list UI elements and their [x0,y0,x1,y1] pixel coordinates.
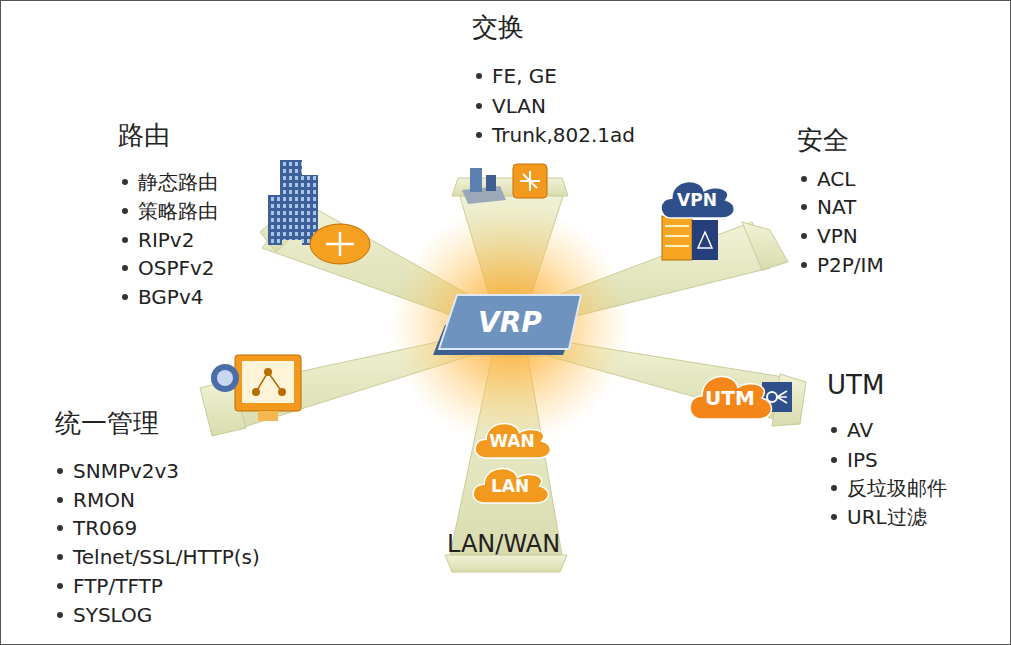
section-title: 交换 [472,12,524,43]
bullet-dot [57,612,63,618]
list-item: 静态路由 [138,170,218,194]
bullet-dot [831,514,837,520]
list-item: TR069 [73,516,137,540]
cloud-badge: VPN [661,182,733,218]
list-item: SYSLOG [73,603,152,627]
node-label: WAN [489,431,534,451]
bullet-dot [476,73,482,79]
node-label: VPN [677,190,717,210]
bullet-dot [801,176,807,182]
section-title: 路由 [118,120,170,151]
bullet-dot [122,237,128,243]
bullet-dot [122,294,128,300]
list-item: Trunk,802.1ad [492,123,635,147]
bullet-dot [57,468,63,474]
list-item: 反垃圾邮件 [847,476,947,500]
list-item: VLAN [492,94,546,118]
bullet-dot [57,525,63,531]
bullet-dot [476,103,482,109]
list-item: P2P/IM [817,253,884,277]
list-item: NAT [817,195,856,219]
monitor-icon [211,355,301,421]
node-label: LAN [491,476,529,496]
list-item: SNMPv2v3 [73,459,179,483]
firewall-icon [662,216,718,260]
bullet-dot [831,485,837,491]
section-title: UTM [827,370,884,401]
bullet-dot [122,208,128,214]
bullet-dot [831,427,837,433]
list-item: AV [847,418,873,442]
bullet-dot [801,233,807,239]
vrp-box: VRP [445,295,575,349]
bullet-dot [57,583,63,589]
bullet-dot [122,265,128,271]
bullet-dot [57,497,63,503]
cloud-badge: LAN [473,469,547,503]
bullet-dot [801,262,807,268]
list-item: Telnet/SSL/HTTP(s) [73,545,260,569]
bullet-dot [476,132,482,138]
section-title: 安全 [797,125,849,156]
bullet-dot [122,179,128,185]
bullet-dot [57,554,63,560]
list-item: 策略路由 [138,199,218,223]
cloud-badge: WAN [475,424,549,458]
node-label: VRP [478,306,542,339]
list-item: RIPv2 [138,228,194,252]
list-item: ACL [817,167,855,191]
list-item: URL过滤 [847,505,927,529]
section-title: 统一管理 [55,408,159,439]
node-label: UTM [705,386,755,410]
list-item: FE, GE [492,64,557,88]
bullet-dot [831,457,837,463]
list-item: RMON [73,488,135,512]
switch-icon [462,164,547,204]
list-item: BGPv4 [138,285,204,309]
glow [390,205,630,445]
list-item: OSPFv2 [138,256,215,280]
list-item: VPN [817,224,858,248]
cloud-badge: UTM [690,377,770,419]
bullet-dot [801,204,807,210]
list-item: FTP/TFTP [73,574,163,598]
building-icon [268,160,370,264]
list-item: IPS [847,448,878,472]
section-title: LAN/WAN [447,530,560,559]
